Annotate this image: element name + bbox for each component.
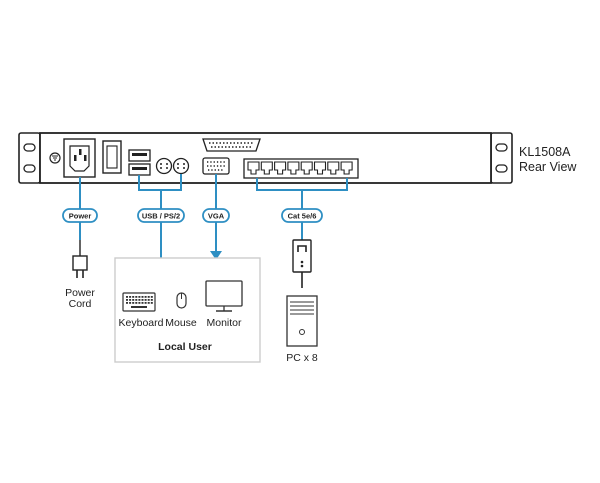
- keyboard-key: [132, 299, 135, 301]
- db25-port: [202, 138, 261, 152]
- monitor-icon: [205, 280, 243, 312]
- power-tag: Power: [62, 208, 98, 223]
- keyboard-key: [126, 302, 128, 304]
- pc-count-label: PC x 8: [286, 352, 318, 364]
- monitor-label: Monitor: [206, 317, 242, 329]
- keyboard-key: [144, 299, 147, 301]
- rj45-socket: [247, 161, 260, 175]
- power-cord-label-line1: Power: [65, 287, 95, 299]
- rj45-socket: [274, 161, 287, 175]
- keyboard-key: [135, 299, 138, 301]
- keyboard-key: [150, 299, 153, 301]
- usb-ps2-tag-label: USB / PS/2: [142, 212, 180, 221]
- power-plug-icon: [72, 240, 88, 278]
- rj45-port-bank: [243, 158, 359, 179]
- keyboard-icon: [122, 292, 156, 312]
- keyboard-key: [147, 302, 150, 304]
- keyboard-key: [150, 296, 153, 298]
- rj45-socket: [327, 161, 340, 175]
- keyboard-key: [129, 299, 132, 301]
- power-cord-label-line2: Cord: [69, 298, 92, 310]
- vga-port: [202, 157, 230, 175]
- keyboard-key: [138, 302, 141, 304]
- keyboard-key: [141, 296, 144, 298]
- keyboard-key: [126, 299, 128, 301]
- power-switch: [102, 140, 122, 174]
- cat-tag: Cat 5e/6: [281, 208, 323, 223]
- keyboard-key: [138, 299, 141, 301]
- pc-tower-icon: [286, 295, 318, 347]
- rj45-socket: [300, 161, 313, 175]
- keyboard-key: [150, 302, 153, 304]
- keyboard-key: [129, 302, 132, 304]
- keyboard-key: [144, 302, 147, 304]
- right-ear-slot-top: [495, 143, 508, 152]
- mouse-label: Mouse: [165, 317, 197, 329]
- keyboard-key: [147, 299, 150, 301]
- keyboard-key: [138, 296, 141, 298]
- right-rack-ear: [490, 132, 513, 184]
- mouse-icon: [176, 292, 187, 309]
- usb-ps2-tag: USB / PS/2: [137, 208, 185, 223]
- keyboard-key: [147, 296, 150, 298]
- keyboard-key: [135, 302, 138, 304]
- ground-screw-icon: [49, 152, 61, 164]
- vga-tag-label: VGA: [208, 212, 225, 221]
- vga-arrow-icon: [210, 251, 222, 260]
- rj45-socket: [287, 161, 300, 175]
- connection-lines: [79, 174, 348, 258]
- power-inlet-port: [63, 138, 96, 178]
- vga-tag: VGA: [202, 208, 230, 223]
- view-label: Rear View: [519, 160, 577, 174]
- model-name: KL1508A: [519, 145, 571, 159]
- keyboard-key: [144, 296, 147, 298]
- ps2-ports: [155, 157, 190, 175]
- keyboard-key: [132, 296, 135, 298]
- keyboard-key: [132, 302, 135, 304]
- rj45-socket: [313, 161, 327, 175]
- keyboard-key: [126, 296, 128, 298]
- left-rack-ear: [18, 132, 41, 184]
- keyboard-key: [135, 296, 138, 298]
- keyboard-key: [141, 302, 144, 304]
- local-user-title: Local User: [158, 341, 212, 353]
- rack-unit: [18, 132, 513, 184]
- cat-tag-label: Cat 5e/6: [288, 212, 317, 221]
- rj45-socket: [260, 161, 273, 175]
- left-ear-slot-bottom: [23, 164, 36, 173]
- left-ear-slot-top: [23, 143, 36, 152]
- keyboard-key: [129, 296, 132, 298]
- rj45-plug-icon: [292, 239, 312, 288]
- keyboard-label: Keyboard: [119, 317, 164, 329]
- rj45-socket: [340, 161, 353, 175]
- keyboard-key: [141, 299, 144, 301]
- right-ear-slot-bottom: [495, 164, 508, 173]
- power-tag-label: Power: [69, 212, 92, 221]
